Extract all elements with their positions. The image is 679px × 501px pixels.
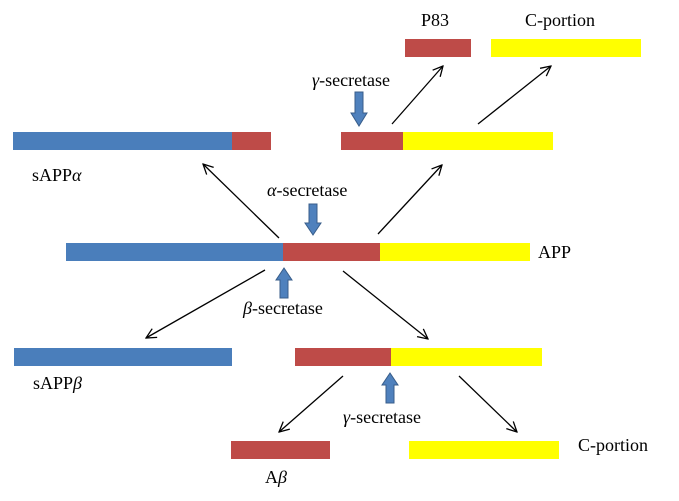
beta-secretase-label: β-secretase xyxy=(243,298,323,318)
c-portion-top-segment xyxy=(491,39,641,57)
arrow-c83-to-c-portion-top xyxy=(477,66,551,125)
sapp-alpha-blue-segment xyxy=(13,132,232,150)
c83-red-segment xyxy=(341,132,403,150)
arrow-app-to-c83 xyxy=(377,165,442,235)
abeta-label: Aβ xyxy=(265,467,287,487)
app-blue-segment xyxy=(66,243,283,261)
app-red-segment xyxy=(283,243,380,261)
c99-red-segment xyxy=(295,348,391,366)
p83-segment xyxy=(405,39,471,57)
sapp-alpha-red-segment xyxy=(232,132,271,150)
c-portion-top-label: C-portion xyxy=(525,10,595,30)
arrow-app-to-c99 xyxy=(342,270,428,339)
c-portion-bottom-label: C-portion xyxy=(578,435,648,455)
p83-label: P83 xyxy=(421,10,450,30)
abeta-segment xyxy=(231,441,330,459)
app-yellow-segment xyxy=(380,243,530,261)
arrow-app-to-sapp-alpha xyxy=(203,164,280,239)
arrow-c99-to-c-portion-bottom xyxy=(458,375,517,432)
gamma-secretase-bottom-label: γ-secretase xyxy=(343,407,422,427)
arrow-c83-to-p83 xyxy=(391,66,443,125)
sapp-beta-segment xyxy=(14,348,232,366)
alpha-secretase-label: α-secretase xyxy=(267,180,348,200)
alpha-secretase-arrow-icon xyxy=(304,203,322,236)
c-portion-bottom-segment xyxy=(409,441,559,459)
beta-secretase-arrow-icon xyxy=(275,267,293,299)
gamma-secretase-top-label: γ-secretase xyxy=(312,70,391,90)
app-label: APP xyxy=(538,242,572,262)
gamma-secretase-top-arrow-icon xyxy=(350,91,368,127)
arrow-c99-to-abeta xyxy=(279,375,344,432)
sapp-alpha-label: sAPPα xyxy=(32,165,82,185)
c83-yellow-segment xyxy=(403,132,553,150)
sapp-beta-label: sAPPβ xyxy=(33,373,82,393)
arrow-app-to-sapp-beta xyxy=(146,269,266,338)
gamma-secretase-bottom-arrow-icon xyxy=(381,372,399,404)
c99-yellow-segment xyxy=(391,348,542,366)
